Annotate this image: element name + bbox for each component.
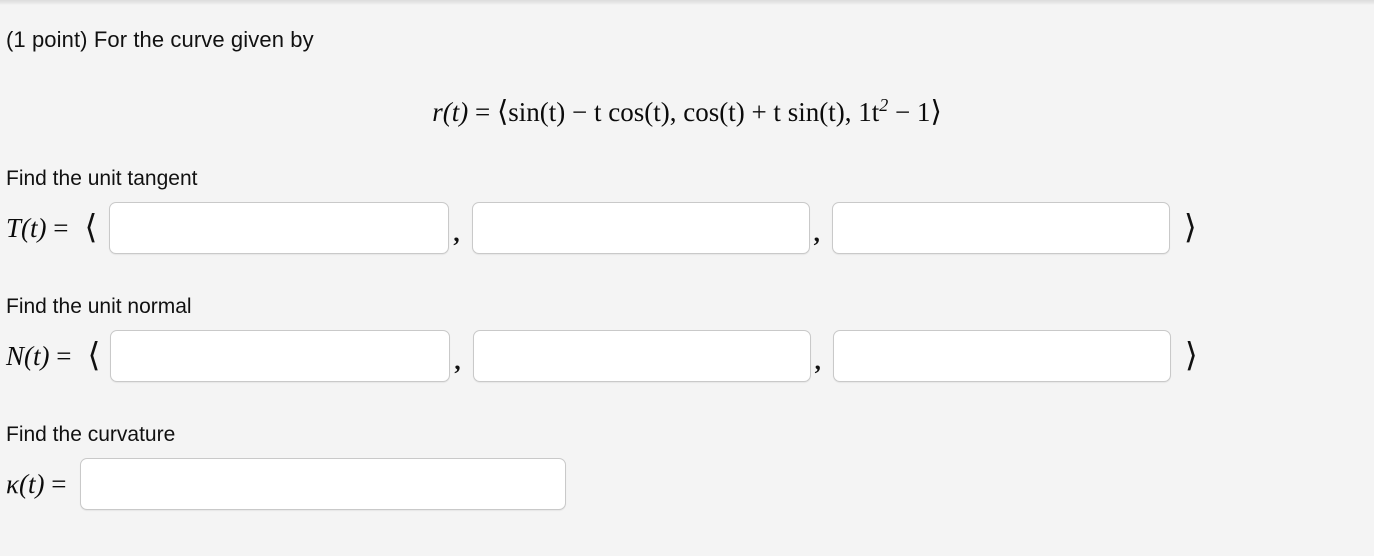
separator-comma: , [453, 220, 460, 247]
formula-component-3-base: 1t [858, 97, 880, 127]
formula-equals: = [474, 97, 491, 127]
tangent-component-3-input[interactable] [831, 202, 1170, 254]
tangent-component-2-input[interactable] [471, 202, 810, 254]
math-label-curvature: κ(t) = [6, 468, 67, 499]
label-curvature: Find the curvature [6, 423, 176, 446]
open-angle-tangent: ⟨ [84, 209, 98, 246]
open-angle-normal: ⟨ [87, 337, 101, 374]
separator-comma: , [454, 348, 461, 375]
row-unit-normal: N(t) = ⟨ , , ⟩ [0, 330, 1200, 382]
normal-component-3-input[interactable] [832, 330, 1171, 382]
label-unit-normal: Find the unit normal [6, 295, 192, 318]
separator-comma: , [814, 348, 821, 375]
math-label-tangent: T(t) = [6, 212, 69, 243]
curvature-value-input[interactable] [80, 458, 567, 510]
top-divider [0, 0, 1374, 5]
close-angle-normal: ⟩ [1184, 337, 1198, 374]
normal-component-2-input[interactable] [472, 330, 811, 382]
formula-component-3-exponent: 2 [879, 95, 889, 115]
formula-component-3-tail: − 1 [894, 97, 931, 127]
curve-formula: r(t) = ⟨sin(t) − t cos(t), cos(t) + t si… [432, 95, 942, 128]
separator-comma: , [813, 220, 820, 247]
close-angle-tangent: ⟩ [1183, 209, 1197, 246]
formula-close-angle: ⟩ [930, 96, 942, 128]
normal-component-1-input[interactable] [110, 330, 451, 382]
tangent-component-1-input[interactable] [109, 202, 450, 254]
label-unit-tangent: Find the unit tangent [6, 167, 198, 190]
row-curvature: κ(t) = [0, 458, 567, 510]
formula-open-angle: ⟨ [496, 96, 509, 128]
row-unit-tangent: T(t) = ⟨ , , ⟩ [0, 202, 1199, 254]
formula-component-2: cos(t) + t sin(t) [683, 97, 845, 127]
problem-prompt: (1 point) For the curve given by [6, 27, 314, 52]
formula-lhs: r(t) [432, 97, 469, 127]
formula-component-1: sin(t) − t cos(t) [508, 97, 670, 127]
math-label-normal: N(t) = [6, 340, 72, 371]
